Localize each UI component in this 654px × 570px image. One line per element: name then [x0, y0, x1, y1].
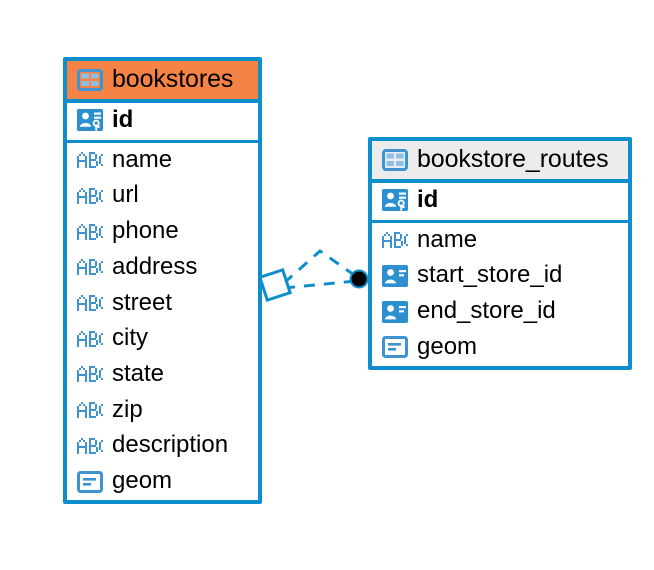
table-icon — [382, 148, 408, 171]
entity-table-bookstores[interactable]: bookstores id — [63, 57, 262, 504]
field-row-url[interactable]: url — [67, 178, 258, 214]
field-row-city[interactable]: city — [67, 321, 258, 357]
field-name-label: id — [112, 106, 134, 133]
relationship-line-upper — [283, 249, 358, 285]
abc-text-icon — [77, 187, 103, 204]
foreign-key-icon — [382, 264, 408, 287]
field-name-label: description — [112, 431, 229, 459]
field-row-name[interactable]: name — [372, 223, 628, 259]
field-name-label: phone — [112, 217, 179, 245]
entity-name-label: bookstores — [112, 65, 234, 93]
field-name-label: state — [112, 360, 165, 388]
entity-name-label: bookstore_routes — [417, 145, 609, 173]
field-row-state[interactable]: state — [67, 357, 258, 393]
geometry-icon — [77, 470, 103, 493]
field-name-label: city — [112, 324, 148, 352]
abc-text-icon — [77, 437, 103, 454]
field-row-geom[interactable]: geom — [67, 464, 258, 500]
abc-text-icon — [77, 223, 103, 240]
field-row-id[interactable]: id — [372, 183, 628, 223]
table-icon — [77, 68, 103, 91]
field-row-address[interactable]: address — [67, 250, 258, 286]
field-name-label: name — [417, 225, 478, 253]
field-name-label: end_store_id — [417, 297, 556, 325]
foreign-key-icon — [382, 300, 408, 323]
field-name-label: address — [112, 252, 198, 280]
field-row-zip[interactable]: zip — [67, 393, 258, 429]
field-name-label: geom — [417, 332, 478, 360]
field-list-bookstores: id — [67, 103, 258, 500]
field-row-name[interactable]: name — [67, 143, 258, 179]
field-row-end-store-id[interactable]: end_store_id — [372, 294, 628, 330]
abc-text-icon — [77, 152, 103, 169]
field-row-street[interactable]: street — [67, 286, 258, 322]
field-name-label: name — [112, 145, 173, 173]
field-row-start-store-id[interactable]: start_store_id — [372, 258, 628, 294]
primary-key-icon — [382, 188, 408, 212]
field-row-description[interactable]: description — [67, 428, 258, 464]
field-row-phone[interactable]: phone — [67, 214, 258, 250]
entity-header-bookstores[interactable]: bookstores — [67, 61, 258, 103]
abc-text-icon — [382, 232, 408, 249]
field-name-label: zip — [112, 395, 143, 423]
field-list-bookstore-routes: id — [372, 183, 628, 366]
entity-table-bookstore-routes[interactable]: bookstore_routes id — [368, 137, 632, 370]
abc-text-icon — [77, 366, 103, 383]
entity-header-bookstore-routes[interactable]: bookstore_routes — [372, 141, 628, 183]
diamond-marker — [257, 267, 293, 303]
field-name-label: geom — [112, 467, 173, 495]
geometry-icon — [382, 336, 408, 359]
field-row-geom[interactable]: geom — [372, 330, 628, 366]
field-name-label: url — [112, 181, 139, 209]
abc-text-icon — [77, 402, 103, 419]
filled-circle-marker — [349, 269, 369, 289]
relationship-line-lower — [283, 279, 357, 290]
primary-key-icon — [77, 108, 103, 132]
field-row-id[interactable]: id — [67, 103, 258, 143]
field-name-label: start_store_id — [417, 261, 563, 289]
field-name-label: id — [417, 186, 439, 213]
abc-text-icon — [77, 330, 103, 347]
field-name-label: street — [112, 288, 173, 316]
abc-text-icon — [77, 294, 103, 311]
abc-text-icon — [77, 259, 103, 276]
